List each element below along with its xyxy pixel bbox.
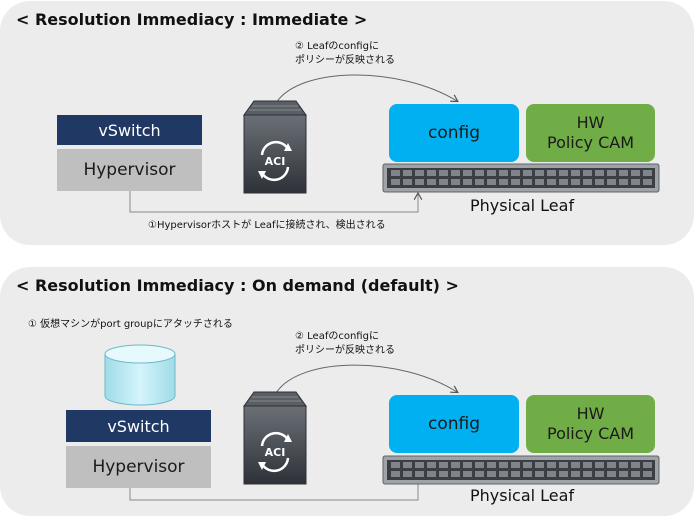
physical-leaf-label: Physical Leaf [470, 486, 575, 505]
panel-title-on-demand: < Resolution Immediacy : On demand (defa… [16, 276, 459, 295]
policy-push-arrow-2 [275, 364, 457, 394]
hw-policy-cam-box: HW Policy CAM [526, 104, 655, 162]
aci-controller-icon: ACI [243, 100, 307, 194]
note-policy-line2: ポリシーが反映される [295, 345, 395, 356]
physical-leaf-label: Physical Leaf [470, 196, 575, 215]
svg-text:ACI: ACI [265, 155, 286, 168]
policy-cam-label: Policy CAM [546, 133, 635, 152]
policy-cam-label: Policy CAM [546, 424, 635, 443]
note-policy-applied: ② Leafのconfigに ポリシーが反映される [295, 40, 395, 68]
vswitch-box: vSwitch [57, 115, 202, 145]
svg-text:ACI: ACI [265, 446, 286, 459]
host-connection-line-2 [129, 484, 419, 501]
hw-label: HW [576, 113, 605, 132]
vswitch-box: vSwitch [66, 410, 211, 442]
note-vm-attached: ① 仮想マシンがport groupにアタッチされる [28, 319, 233, 330]
aci-controller-icon: ACI [243, 391, 307, 485]
hypervisor-box: Hypervisor [57, 149, 202, 191]
config-box: config [389, 104, 519, 162]
policy-push-arrow [275, 74, 457, 104]
hypervisor-box: Hypervisor [66, 446, 211, 488]
host-connection-line [129, 191, 418, 213]
note-policy-applied-2: ② Leafのconfigに ポリシーが反映される [295, 330, 395, 358]
hw-policy-cam-box: HW Policy CAM [526, 395, 655, 453]
hw-label: HW [576, 404, 605, 423]
panel-title-immediate: < Resolution Immediacy : Immediate > [16, 10, 368, 29]
note-policy-line1: ② Leafのconfigに [295, 41, 379, 52]
note-policy-line2: ポリシーが反映される [295, 55, 395, 66]
leaf-switch-icon [382, 163, 660, 193]
config-box: config [389, 395, 519, 453]
vm-cylinder-icon [104, 344, 176, 406]
leaf-switch-icon [382, 455, 660, 485]
note-policy-line1: ② Leafのconfigに [295, 331, 379, 342]
note-host-connected: ①Hypervisorホストが Leafに接続され、検出される [148, 220, 386, 231]
